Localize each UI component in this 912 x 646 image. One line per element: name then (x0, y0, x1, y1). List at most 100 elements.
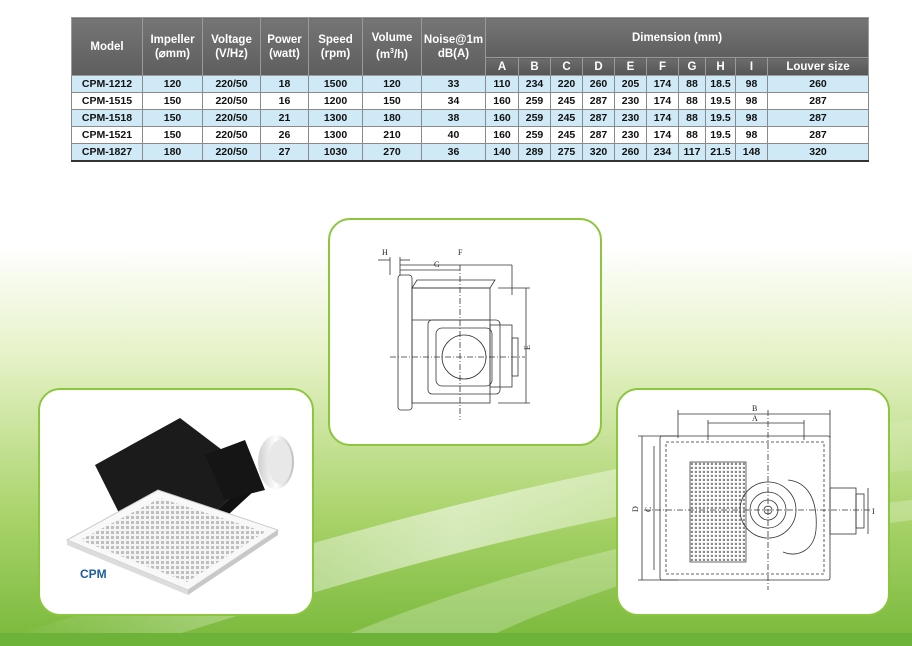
label-i: I (872, 507, 875, 516)
cell-dim: 88 (678, 75, 706, 93)
cell-impeller: 150 (142, 109, 203, 127)
cell-dim: 98 (735, 126, 768, 144)
cell-power: 26 (260, 126, 309, 144)
cell-noise: 38 (421, 109, 486, 127)
front-view-diagram: B A D C I (631, 404, 875, 590)
cell-noise: 40 (421, 126, 486, 144)
cell-volume: 210 (362, 126, 422, 144)
cell-impeller: 180 (142, 143, 203, 162)
cell-dim: 260 (582, 75, 615, 93)
cell-dim: 320 (767, 143, 869, 162)
header-dim-col: Louver size (767, 57, 869, 76)
header-dim-col: F (646, 57, 679, 76)
cell-dim: 230 (614, 126, 647, 144)
header-dim-col: I (735, 57, 768, 76)
cell-speed: 1200 (308, 92, 363, 110)
cell-volume: 180 (362, 109, 422, 127)
cell-dim: 160 (485, 92, 519, 110)
cell-volume: 270 (362, 143, 422, 162)
cell-dim: 287 (767, 109, 869, 127)
cell-power: 16 (260, 92, 309, 110)
header-power: Power(watt) (260, 17, 309, 76)
cell-dim: 260 (614, 143, 647, 162)
cell-dim: 287 (582, 92, 615, 110)
cell-dim: 98 (735, 75, 768, 93)
cell-dim: 140 (485, 143, 519, 162)
cell-dim: 259 (518, 126, 551, 144)
cell-dim: 245 (550, 109, 583, 127)
cell-dim: 174 (646, 75, 679, 93)
header-dimension: Dimension (mm) (485, 17, 869, 58)
header-model: Model (71, 17, 143, 76)
cell-model: CPM-1827 (71, 143, 143, 162)
header-dim-col: D (582, 57, 615, 76)
cell-dim: 230 (614, 109, 647, 127)
cell-dim: 259 (518, 109, 551, 127)
header-impeller: Impeller(⌀mm) (142, 17, 203, 76)
cell-dim: 19.5 (705, 109, 736, 127)
label-c: C (644, 507, 653, 512)
cell-dim: 245 (550, 126, 583, 144)
cell-dim: 160 (485, 126, 519, 144)
cell-dim: 287 (767, 126, 869, 144)
cell-dim: 220 (550, 75, 583, 93)
cell-dim: 148 (735, 143, 768, 162)
cell-dim: 230 (614, 92, 647, 110)
side-view-diagram-card: H G F E (328, 218, 602, 446)
cell-noise: 33 (421, 75, 486, 93)
cell-dim: 174 (646, 92, 679, 110)
cell-dim: 19.5 (705, 126, 736, 144)
cell-dim: 234 (646, 143, 679, 162)
cell-model: CPM-1518 (71, 109, 143, 127)
cell-voltage: 220/50 (202, 75, 261, 93)
cell-model: CPM-1212 (71, 75, 143, 93)
cell-dim: 110 (485, 75, 519, 93)
cell-dim: 88 (678, 92, 706, 110)
header-speed: Speed(rpm) (308, 17, 363, 76)
label-a: A (752, 414, 758, 423)
cell-volume: 150 (362, 92, 422, 110)
cell-volume: 120 (362, 75, 422, 93)
label-d: D (631, 506, 640, 512)
cell-model: CPM-1515 (71, 92, 143, 110)
cell-dim: 18.5 (705, 75, 736, 93)
cell-speed: 1500 (308, 75, 363, 93)
cell-dim: 287 (582, 109, 615, 127)
label-e: E (523, 345, 532, 350)
cell-power: 18 (260, 75, 309, 93)
cell-voltage: 220/50 (202, 92, 261, 110)
label-f: F (458, 248, 463, 257)
header-dim-col: H (705, 57, 736, 76)
cell-power: 21 (260, 109, 309, 127)
cell-dim: 320 (582, 143, 615, 162)
cell-dim: 289 (518, 143, 551, 162)
cell-dim: 234 (518, 75, 551, 93)
label-h: H (382, 248, 388, 257)
cell-dim: 98 (735, 109, 768, 127)
cell-dim: 174 (646, 109, 679, 127)
header-volume: Volume(m3/h) (362, 17, 422, 76)
header-dim-col: C (550, 57, 583, 76)
cell-dim: 98 (735, 92, 768, 110)
cell-dim: 88 (678, 126, 706, 144)
front-view-diagram-card: B A D C I (616, 388, 890, 616)
cell-speed: 1030 (308, 143, 363, 162)
cell-dim: 174 (646, 126, 679, 144)
cell-dim: 160 (485, 109, 519, 127)
cell-dim: 19.5 (705, 92, 736, 110)
cell-impeller: 150 (142, 92, 203, 110)
cell-dim: 117 (678, 143, 706, 162)
cell-dim: 287 (582, 126, 615, 144)
product-label: CPM (80, 567, 107, 581)
cell-dim: 205 (614, 75, 647, 93)
cell-speed: 1300 (308, 126, 363, 144)
product-photo-card: CPM (38, 388, 314, 616)
cell-speed: 1300 (308, 109, 363, 127)
header-dim-col: E (614, 57, 647, 76)
cell-voltage: 220/50 (202, 143, 261, 162)
cell-noise: 36 (421, 143, 486, 162)
